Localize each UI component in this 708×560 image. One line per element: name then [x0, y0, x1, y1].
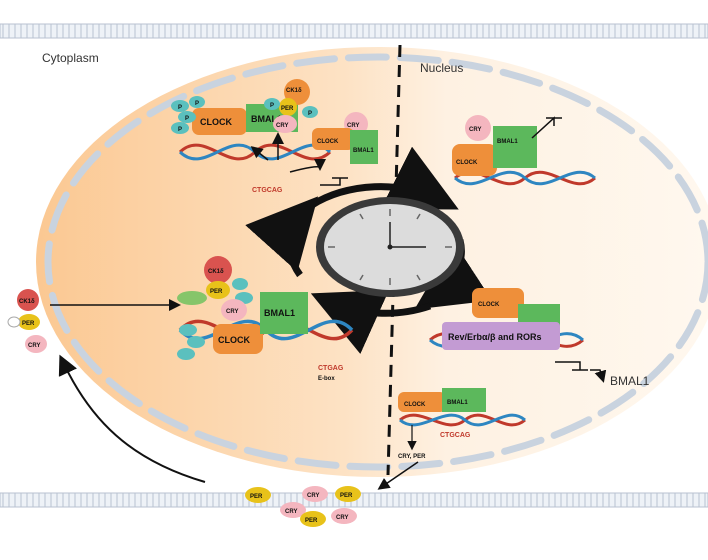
svg-text:PER: PER: [281, 106, 294, 112]
bmal1-label-top-left: BMAL1: [251, 114, 282, 124]
svg-text:P: P: [178, 105, 182, 111]
svg-text:BMAL1: BMAL1: [447, 400, 468, 406]
per-free-1: [245, 487, 271, 503]
svg-text:P: P: [185, 116, 189, 122]
ebox-label: E-box: [318, 376, 335, 382]
cry-free-1: [302, 486, 328, 502]
svg-text:CRY: CRY: [28, 343, 40, 349]
motif-ctgag: CTGAG: [318, 365, 344, 372]
cry-free-2: [280, 502, 306, 518]
cry-free-3: [331, 508, 357, 524]
top-membrane: [0, 23, 708, 39]
cry-top-center: [273, 115, 297, 133]
cry-per-label: CRY, PER: [398, 454, 426, 460]
phospho-far-left: [7, 316, 21, 328]
clock-protein-middle-left: [213, 324, 263, 354]
svg-text:CK1δ: CK1δ: [286, 88, 302, 94]
cry-middle-left: [221, 299, 247, 321]
rev-erb-protein: [442, 322, 560, 350]
clock-protein-middle-right: [472, 288, 524, 318]
per-free-3: [300, 511, 326, 527]
motif-ctgcag-top-left: CTGCAG: [252, 187, 283, 194]
svg-text:CRY: CRY: [226, 309, 238, 315]
nuclear-envelope: [44, 53, 708, 471]
svg-text:P: P: [178, 127, 182, 133]
ck1d-far-left: [17, 289, 39, 311]
phospho-9: [179, 324, 197, 336]
phospho-2: [178, 111, 196, 123]
phospho-10: [187, 336, 205, 348]
svg-text:PER: PER: [22, 321, 35, 327]
svg-text:CRY: CRY: [307, 493, 319, 499]
svg-text:CLOCK: CLOCK: [317, 139, 339, 145]
svg-text:BMAL1: BMAL1: [264, 308, 295, 318]
svg-text:CLOCK: CLOCK: [404, 402, 426, 408]
phospho-5: [264, 98, 280, 110]
svg-text:PER: PER: [305, 518, 318, 524]
svg-text:CLOCK: CLOCK: [218, 335, 250, 345]
cytoplasm-label: Cytoplasm: [42, 51, 99, 65]
svg-text:CRY: CRY: [276, 123, 288, 129]
phospho-11: [177, 348, 195, 360]
bmal1-output-label: BMAL1: [610, 374, 650, 388]
cry-far-left: [25, 335, 47, 353]
per-top-center: [279, 98, 297, 116]
dna-bottom-center: [399, 413, 526, 427]
per-middle-left: [206, 281, 230, 299]
phospho-7: [232, 278, 248, 290]
svg-text:BMAL1: BMAL1: [353, 148, 374, 154]
phospho-green-middle-left: [177, 291, 207, 305]
svg-text:CRY: CRY: [336, 515, 348, 521]
svg-text:PER: PER: [210, 289, 223, 295]
central-clock: [245, 146, 493, 354]
bmal1-protein-bottom: [442, 388, 486, 412]
per-free-2: [335, 486, 361, 502]
phospho-3: [171, 122, 189, 134]
svg-text:CRY: CRY: [285, 509, 297, 515]
motif-ctgcag-bottom: CTGCAG: [440, 432, 471, 439]
clock-protein-bottom: [398, 392, 446, 412]
svg-text:CLOCK: CLOCK: [456, 160, 478, 166]
svg-text:CLOCK: CLOCK: [478, 302, 500, 308]
svg-text:PER: PER: [250, 494, 263, 500]
svg-text:P: P: [270, 103, 274, 109]
clock-protein-top-right: [452, 144, 497, 176]
compartment-divider: [386, 44, 402, 476]
svg-text:CRY: CRY: [469, 127, 481, 133]
cry-top-right: [465, 115, 491, 141]
clock-protein-top-left: [192, 108, 247, 135]
phospho-1: [171, 100, 189, 112]
bmal1-protein-top-center: [350, 130, 378, 164]
svg-text:PER: PER: [340, 493, 353, 499]
nucleus-label: Nucleus: [420, 61, 463, 75]
clock-protein-top-center: [312, 128, 354, 150]
phospho-4: [189, 96, 205, 108]
clock-label-top-left: CLOCK: [200, 117, 232, 127]
svg-text:CRY: CRY: [347, 123, 359, 129]
svg-text:BMAL1: BMAL1: [497, 139, 518, 145]
svg-text:P: P: [195, 101, 199, 107]
svg-text:CK1δ: CK1δ: [208, 269, 224, 275]
bmal1-protein-top-right: [493, 126, 537, 168]
return-arrow: [58, 354, 206, 483]
ck1d-middle-left: [204, 256, 232, 284]
phospho-6: [302, 106, 318, 118]
svg-text:P: P: [308, 111, 312, 117]
rev-erb-label: Rev/Erbα/β and RORs: [448, 332, 542, 342]
bmal1-protein-middle-left: [260, 292, 308, 334]
svg-text:CK1δ: CK1δ: [19, 299, 35, 305]
per-far-left: [18, 314, 40, 330]
